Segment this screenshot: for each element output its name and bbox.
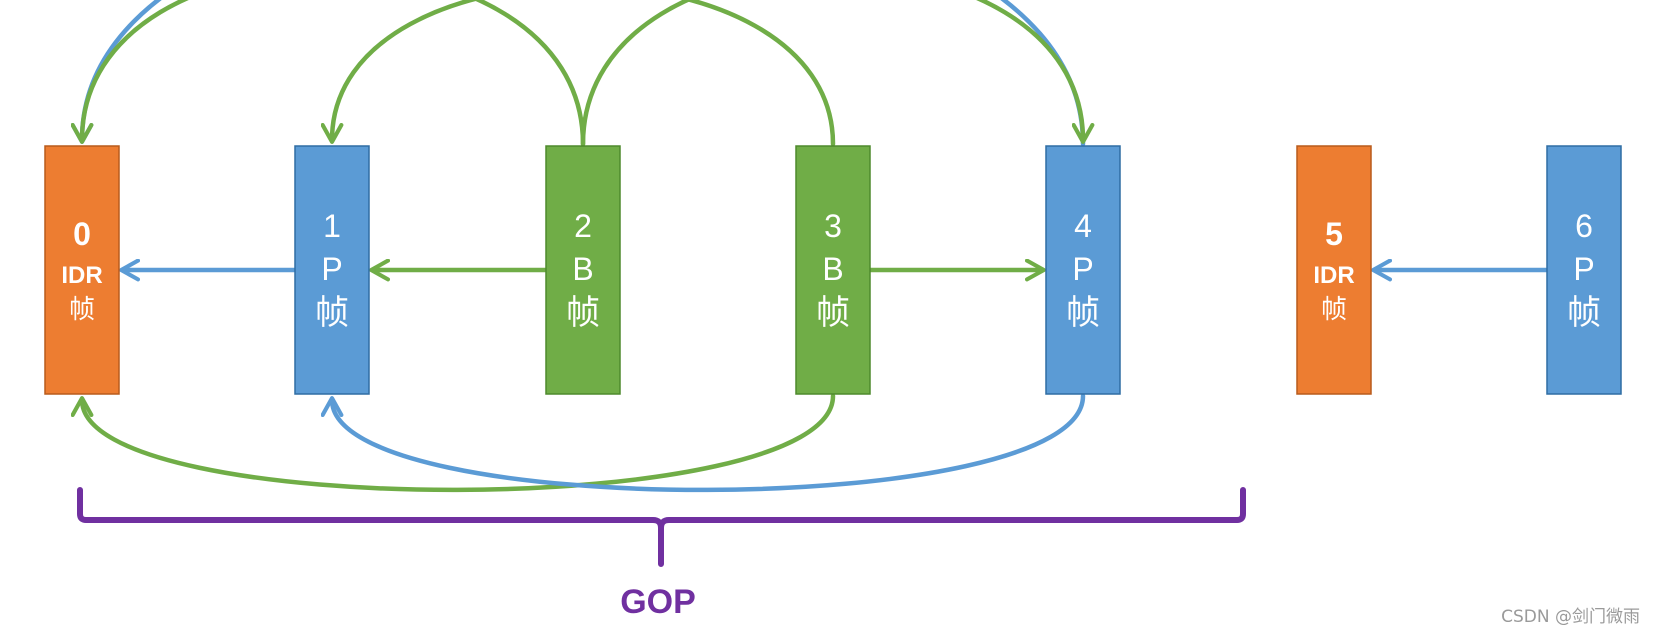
frame-6: 6P帧	[1546, 145, 1622, 395]
frame-type-label: B	[822, 251, 843, 287]
frame-number: 0	[73, 216, 91, 252]
frame-number: 4	[1074, 208, 1092, 244]
frame-box	[44, 145, 120, 395]
reference-arrow-2-to-0	[82, 0, 586, 147]
frame-box	[545, 145, 621, 395]
frame-number: 5	[1325, 216, 1343, 252]
frame-type-label: P	[321, 251, 342, 287]
frame-3: 3B帧	[795, 145, 871, 395]
frame-char-label: 帧	[1321, 295, 1347, 325]
frame-1: 1P帧	[294, 145, 370, 395]
frame-box	[294, 145, 370, 395]
reference-arrow-3-to-1	[332, 0, 836, 147]
frame-box	[795, 145, 871, 395]
frame-box	[1045, 145, 1121, 395]
watermark: CSDN @剑门微雨	[1501, 607, 1640, 627]
reference-arrow-4-to-0	[82, 0, 1086, 147]
frame-number: 6	[1575, 208, 1593, 244]
reference-arrow-4-to-1	[332, 393, 1086, 493]
reference-arrow-2-to-4	[580, 0, 1083, 147]
frame-2: 2B帧	[545, 145, 621, 395]
frame-box	[1546, 145, 1622, 395]
gop-label: GOP	[620, 583, 696, 621]
gop-brace	[77, 487, 1246, 567]
frame-type-label: B	[572, 251, 593, 287]
frame-char-label: 帧	[566, 293, 600, 333]
frame-number: 1	[323, 208, 341, 244]
frame-type-label: P	[1573, 251, 1594, 287]
frame-type-label: P	[1072, 251, 1093, 287]
gop-brace-group: GOP	[77, 487, 1246, 621]
frame-char-label: 帧	[816, 293, 850, 333]
frame-char-label: 帧	[315, 293, 349, 333]
frame-number: 3	[824, 208, 842, 244]
frame-number: 2	[574, 208, 592, 244]
reference-arrow-3-to-0	[82, 393, 836, 493]
frame-type-label: IDR	[1313, 262, 1354, 289]
frame-4: 4P帧	[1045, 145, 1121, 395]
frame-box	[1296, 145, 1372, 395]
frame-char-label: 帧	[1567, 293, 1601, 333]
frame-char-label: 帧	[1066, 293, 1100, 333]
reference-arrows	[82, 0, 1550, 493]
frame-type-label: IDR	[61, 262, 102, 289]
frame-char-label: 帧	[69, 295, 95, 325]
